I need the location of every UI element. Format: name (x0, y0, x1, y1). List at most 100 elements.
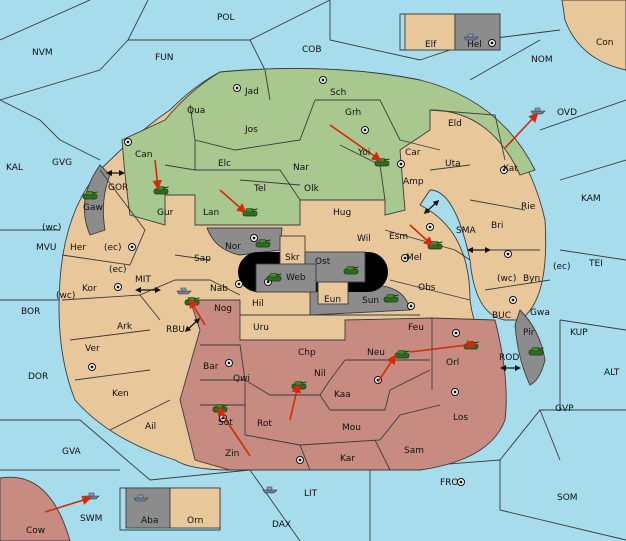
label-mel: Mel (406, 253, 422, 263)
label-gur: Gur (157, 208, 174, 218)
label-eld: Eld (448, 119, 462, 129)
label-kat: Kat (503, 164, 518, 174)
label-nil: Nil (314, 369, 326, 379)
label-mvu: MVU (36, 243, 57, 253)
label-fro: FRO (440, 478, 459, 488)
label-qua: Qua (187, 106, 205, 116)
order-arrows (44, 112, 539, 513)
label-skr: Skr (285, 253, 300, 263)
label-kal: KAL (6, 163, 23, 173)
label-rie: Rie (521, 202, 536, 212)
label-wc2: (wc) (56, 291, 75, 301)
label-jos: Jos (244, 125, 258, 135)
label-zin: Zin (225, 449, 239, 459)
label-fun: FUN (155, 53, 174, 63)
label-rbu: RBU (166, 325, 185, 335)
label-ail: Ail (145, 422, 156, 432)
label-sun: Sun (362, 296, 379, 306)
label-swm: SWM (80, 514, 102, 524)
label-sot: Sot (218, 418, 233, 428)
label-nor: Nor (225, 242, 241, 252)
label-ec2: (ec) (109, 265, 127, 275)
label-orn: Orn (187, 516, 203, 526)
label-ovd: OVD (557, 108, 577, 118)
label-her: Her (70, 243, 86, 253)
label-sch: Sch (330, 88, 346, 98)
label-amp: Amp (403, 177, 424, 187)
label-gaw: Gaw (83, 203, 103, 213)
label-eun: Eun (324, 295, 341, 305)
label-aba: Aba (141, 516, 158, 526)
label-can: Can (135, 150, 153, 160)
label-gwa: Gwa (530, 308, 550, 318)
tan-borders (61, 139, 551, 431)
label-obs: Obs (418, 283, 436, 293)
label-ken: Ken (112, 389, 129, 399)
label-uru: Uru (253, 323, 269, 333)
label-mit: MIT (135, 275, 151, 285)
label-gva: GVA (62, 447, 82, 457)
label-ec1: (ec) (104, 243, 122, 253)
label-car: Car (405, 148, 421, 158)
red-territory (179, 299, 507, 471)
label-rot: Rot (257, 419, 272, 429)
label-neu: Neu (367, 348, 385, 358)
label-wc1: (wc) (42, 223, 61, 233)
label-pir: Pir (523, 328, 535, 338)
label-wc3: (wc) (497, 274, 516, 284)
label-orl: Orl (446, 358, 459, 368)
label-tei: TEI (588, 259, 603, 269)
label-feu: Feu (408, 323, 424, 333)
province-eun[interactable] (317, 281, 349, 305)
label-jad: Jad (244, 87, 259, 97)
province-elf[interactable] (404, 13, 456, 51)
label-bar: Bar (203, 362, 219, 372)
label-web: Web (286, 273, 306, 283)
label-som: SOM (557, 493, 578, 503)
label-nom: NOM (531, 55, 553, 65)
province-gaw[interactable] (83, 164, 111, 236)
label-nab: Nab (210, 284, 228, 294)
label-gvg: GVG (52, 158, 72, 168)
label-dor: DOR (28, 372, 48, 382)
label-bri: Bri (491, 221, 503, 231)
label-kor: Kor (82, 284, 97, 294)
label-ec3: (ec) (553, 262, 571, 272)
label-ost: Ost (315, 257, 331, 267)
label-hel: Hel (467, 40, 482, 50)
green-territory (121, 67, 536, 226)
label-wil: Wil (357, 234, 371, 244)
province-orn[interactable] (169, 487, 221, 529)
label-nvm: NVM (32, 48, 53, 58)
label-ver: Ver (85, 344, 100, 354)
label-yoi: Yoi (357, 148, 370, 158)
label-kam: KAM (581, 194, 601, 204)
label-cow: Cow (26, 526, 45, 536)
label-sap: Sap (194, 254, 211, 264)
label-grh: Grh (345, 108, 361, 118)
label-sam: Sam (404, 446, 424, 456)
label-tel: Tel (253, 184, 266, 194)
label-byn: Byn (523, 274, 540, 284)
label-uta: Uta (445, 159, 461, 169)
sea-connectors (106, 170, 521, 371)
province-nor[interactable] (206, 227, 283, 256)
province-web[interactable] (255, 263, 317, 293)
label-qwi: Qwi (233, 374, 250, 384)
label-mou: Mou (342, 423, 361, 433)
label-ark: Ark (117, 322, 133, 332)
label-olk: Olk (304, 184, 320, 194)
label-gvp: GVP (555, 404, 574, 414)
label-esm: Esm (389, 232, 408, 242)
label-hug: Hug (333, 208, 351, 218)
label-kup: KUP (570, 328, 588, 338)
label-buc: BUC (492, 311, 511, 321)
province-pir[interactable] (514, 309, 546, 386)
label-chp: Chp (298, 348, 316, 358)
label-nar: Nar (293, 163, 309, 173)
label-rod: ROD (499, 353, 519, 363)
label-los: Los (453, 413, 468, 423)
province-labels: POL NVM FUN COB NOM Con Elf Hel KAL GVG … (6, 13, 620, 536)
label-alt: ALT (604, 368, 620, 378)
